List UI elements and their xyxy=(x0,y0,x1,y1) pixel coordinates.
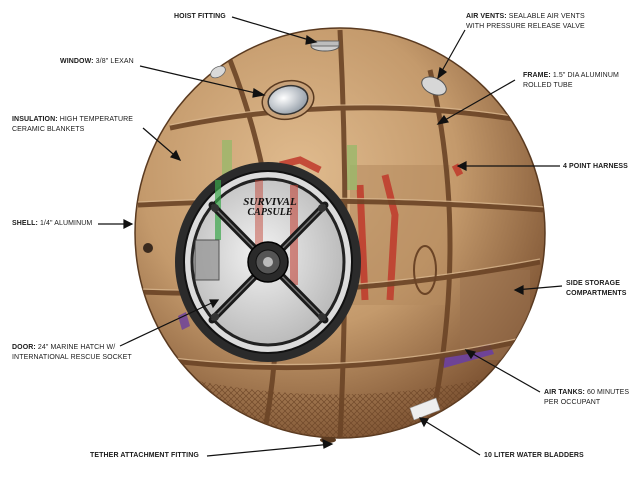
harness-straps xyxy=(279,156,464,301)
logo-line1: SURVIVAL xyxy=(243,196,297,208)
label-frame-desc: 1.5" DIA ALUMINUM xyxy=(552,72,619,79)
label-side-storage-title2: COMPARTMENTS xyxy=(566,290,627,297)
label-frame-title: FRAME: xyxy=(523,72,551,79)
label-air-tanks-title: AIR TANKS: xyxy=(544,389,585,396)
label-bladders: 10 LITER WATER BLADDERS xyxy=(484,451,584,461)
label-insulation-title: INSULATION: xyxy=(12,116,58,123)
label-hoist-fitting: HOIST FITTING xyxy=(174,12,226,22)
water-bladder xyxy=(409,397,441,421)
label-window-desc: 3/8" LEXAN xyxy=(95,58,134,65)
label-air-vents-desc2: WITH PRESSURE RELEASE VALVE xyxy=(466,23,585,30)
logo-line2: CAPSULE xyxy=(247,207,292,218)
label-insulation-desc: HIGH TEMPERATURE xyxy=(59,116,134,123)
label-tether-title: TETHER ATTACHMENT FITTING xyxy=(90,452,199,459)
label-door: DOOR: 24" MARINE HATCH W/ INTERNATIONAL … xyxy=(12,343,132,363)
label-bladders-title: 10 LITER WATER BLADDERS xyxy=(484,452,584,459)
label-tether: TETHER ATTACHMENT FITTING xyxy=(90,451,199,461)
label-door-title: DOOR: xyxy=(12,344,36,351)
air-vent-left xyxy=(210,65,226,79)
label-air-tanks-desc: 60 MINUTES xyxy=(586,389,630,396)
label-frame: FRAME: 1.5" DIA ALUMINUM ROLLED TUBE xyxy=(523,71,619,91)
hatch-door xyxy=(175,162,361,362)
label-shell-desc: 1/4" ALUMINUM xyxy=(39,220,93,227)
label-hoist-title: HOIST FITTING xyxy=(174,13,226,20)
label-frame-desc2: ROLLED TUBE xyxy=(523,82,573,89)
label-window-title: WINDOW: xyxy=(60,58,94,65)
label-air-vents: AIR VENTS: SEALABLE AIR VENTS WITH PRESS… xyxy=(466,12,585,32)
label-side-storage: SIDE STORAGE COMPARTMENTS xyxy=(566,279,627,299)
label-side-storage-title: SIDE STORAGE xyxy=(566,280,620,287)
label-insulation: INSULATION: HIGH TEMPERATURE CERAMIC BLA… xyxy=(12,115,133,135)
label-air-tanks-desc2: PER OCCUPANT xyxy=(544,399,601,406)
label-door-desc2: INTERNATIONAL RESCUE SOCKET xyxy=(12,354,132,361)
label-air-tanks: AIR TANKS: 60 MINUTES PER OCCUPANT xyxy=(544,388,629,408)
label-harness: 4 POINT HARNESS xyxy=(563,162,628,172)
label-air-vents-desc: SEALABLE AIR VENTS xyxy=(508,13,585,20)
green-cushion xyxy=(222,140,232,180)
label-door-desc: 24" MARINE HATCH W/ xyxy=(37,344,116,351)
label-air-vents-title: AIR VENTS: xyxy=(466,13,507,20)
label-shell: SHELL: 1/4" ALUMINUM xyxy=(12,219,92,229)
label-window: WINDOW: 3/8" LEXAN xyxy=(60,57,134,67)
label-insulation-desc2: CERAMIC BLANKETS xyxy=(12,126,85,133)
callout-lines xyxy=(98,16,563,457)
label-harness-title: 4 POINT HARNESS xyxy=(563,163,628,170)
label-shell-title: SHELL: xyxy=(12,220,38,227)
